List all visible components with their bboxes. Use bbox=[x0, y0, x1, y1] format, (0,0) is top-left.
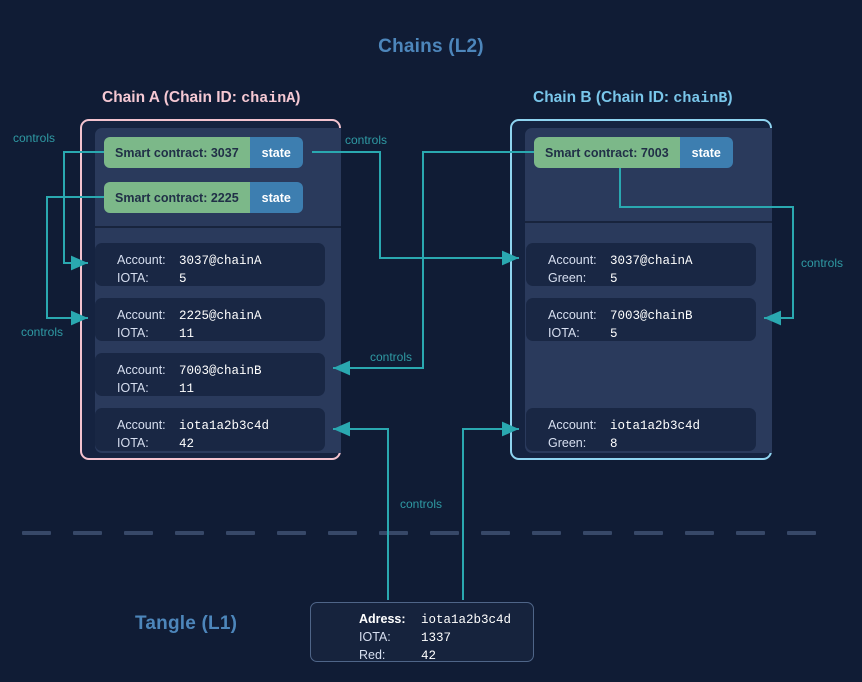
balance-value: 8 bbox=[610, 437, 618, 451]
tangle-address-card: Adress: iota1a2b3c4d IOTA: 1337 Red: 42 bbox=[310, 602, 534, 663]
tangle-ledger-line bbox=[22, 531, 840, 535]
chain-b-title-suffix: ) bbox=[727, 89, 733, 106]
chain-b-divider bbox=[525, 221, 772, 223]
wire-tangle-to-acctA4 bbox=[333, 421, 389, 600]
chain-a-title: Chain A (Chain ID: chainA) bbox=[102, 89, 300, 107]
controls-label-bottom: controls bbox=[400, 497, 443, 511]
controls-label-left-top: controls bbox=[13, 131, 56, 145]
balance-value: 5 bbox=[610, 327, 618, 341]
controls-label-middle-bottom: controls bbox=[370, 350, 413, 364]
chain-a-title-id: chainA bbox=[241, 90, 296, 107]
account-value: iota1a2b3c4d bbox=[179, 419, 270, 433]
wire-sc7003-to-acctA3 bbox=[333, 151, 534, 376]
account-value: 3037@chainA bbox=[610, 254, 693, 268]
chain-a-panel bbox=[95, 128, 341, 453]
tangle-address-value: iota1a2b3c4d bbox=[421, 613, 512, 627]
account-key: Account: bbox=[548, 253, 597, 267]
chains-l2-title: Chains (L2) bbox=[378, 36, 484, 57]
wire-sc3037-to-acctB1 bbox=[312, 151, 519, 266]
smart-contract-3037-chain-a[interactable]: Smart contract: 3037 state bbox=[104, 137, 303, 168]
account-key: Account: bbox=[548, 308, 597, 322]
account-value: 3037@chainA bbox=[179, 254, 262, 268]
balance-value: 5 bbox=[179, 272, 187, 286]
account-card: Account: 7003@chainB IOTA: 5 bbox=[526, 298, 756, 341]
smart-contract-2225-chain-a[interactable]: Smart contract: 2225 state bbox=[104, 182, 303, 213]
balance-value: 5 bbox=[610, 272, 618, 286]
controls-label-middle-top: controls bbox=[345, 133, 388, 147]
balance-key: IOTA: bbox=[117, 436, 149, 450]
chain-a-divider bbox=[95, 226, 341, 228]
account-card: Account: iota1a2b3c4d IOTA: 42 bbox=[95, 408, 325, 451]
chain-a-title-prefix: Chain A (Chain ID: bbox=[102, 89, 242, 106]
smart-contract-7003-label: Smart contract: 7003 bbox=[534, 137, 680, 168]
balance-value: 42 bbox=[179, 437, 195, 451]
account-card: Account: iota1a2b3c4d Green: 8 bbox=[526, 408, 756, 451]
account-value: 7003@chainB bbox=[610, 309, 693, 323]
smart-contract-3037-state-button[interactable]: state bbox=[249, 137, 303, 168]
chain-b-panel bbox=[525, 128, 772, 453]
chain-a-title-suffix: ) bbox=[295, 89, 301, 106]
balance-key: IOTA: bbox=[117, 381, 149, 395]
smart-contract-7003-state-button[interactable]: state bbox=[679, 137, 733, 168]
balance-key: IOTA: bbox=[117, 326, 149, 340]
account-value: 7003@chainB bbox=[179, 364, 262, 378]
tangle-red-key: Red: bbox=[359, 648, 386, 662]
tangle-red-value: 42 bbox=[421, 649, 437, 663]
controls-label-left-bottom: controls bbox=[21, 325, 64, 339]
smart-contract-7003-chain-b[interactable]: Smart contract: 7003 state bbox=[534, 137, 733, 168]
smart-contract-2225-label: Smart contract: 2225 bbox=[104, 182, 250, 213]
chain-b-title-id: chainB bbox=[673, 90, 728, 107]
balance-key: Green: bbox=[548, 271, 587, 285]
controls-label-right: controls bbox=[801, 256, 844, 270]
chain-b-title-prefix: Chain B (Chain ID: bbox=[533, 89, 674, 106]
balance-key: IOTA: bbox=[548, 326, 580, 340]
balance-value: 11 bbox=[179, 327, 195, 341]
account-card: Account: 2225@chainA IOTA: 11 bbox=[95, 298, 325, 341]
smart-contract-3037-label: Smart contract: 3037 bbox=[104, 137, 250, 168]
account-card: Account: 3037@chainA Green: 5 bbox=[526, 243, 756, 286]
tangle-address-key: Adress: bbox=[359, 612, 406, 626]
account-card: Account: 7003@chainB IOTA: 11 bbox=[95, 353, 325, 396]
account-key: Account: bbox=[117, 253, 166, 267]
account-value: iota1a2b3c4d bbox=[610, 419, 701, 433]
account-card: Account: 3037@chainA IOTA: 5 bbox=[95, 243, 325, 286]
chain-b-title: Chain B (Chain ID: chainB) bbox=[533, 89, 733, 107]
account-key: Account: bbox=[117, 418, 166, 432]
account-key: Account: bbox=[117, 308, 166, 322]
tangle-iota-key: IOTA: bbox=[359, 630, 391, 644]
balance-key: IOTA: bbox=[117, 271, 149, 285]
tangle-l1-title: Tangle (L1) bbox=[135, 613, 238, 634]
tangle-iota-value: 1337 bbox=[421, 631, 452, 645]
account-key: Account: bbox=[548, 418, 597, 432]
balance-value: 11 bbox=[179, 382, 195, 396]
balance-key: Green: bbox=[548, 436, 587, 450]
smart-contract-2225-state-button[interactable]: state bbox=[249, 182, 303, 213]
account-key: Account: bbox=[117, 363, 166, 377]
account-value: 2225@chainA bbox=[179, 309, 262, 323]
